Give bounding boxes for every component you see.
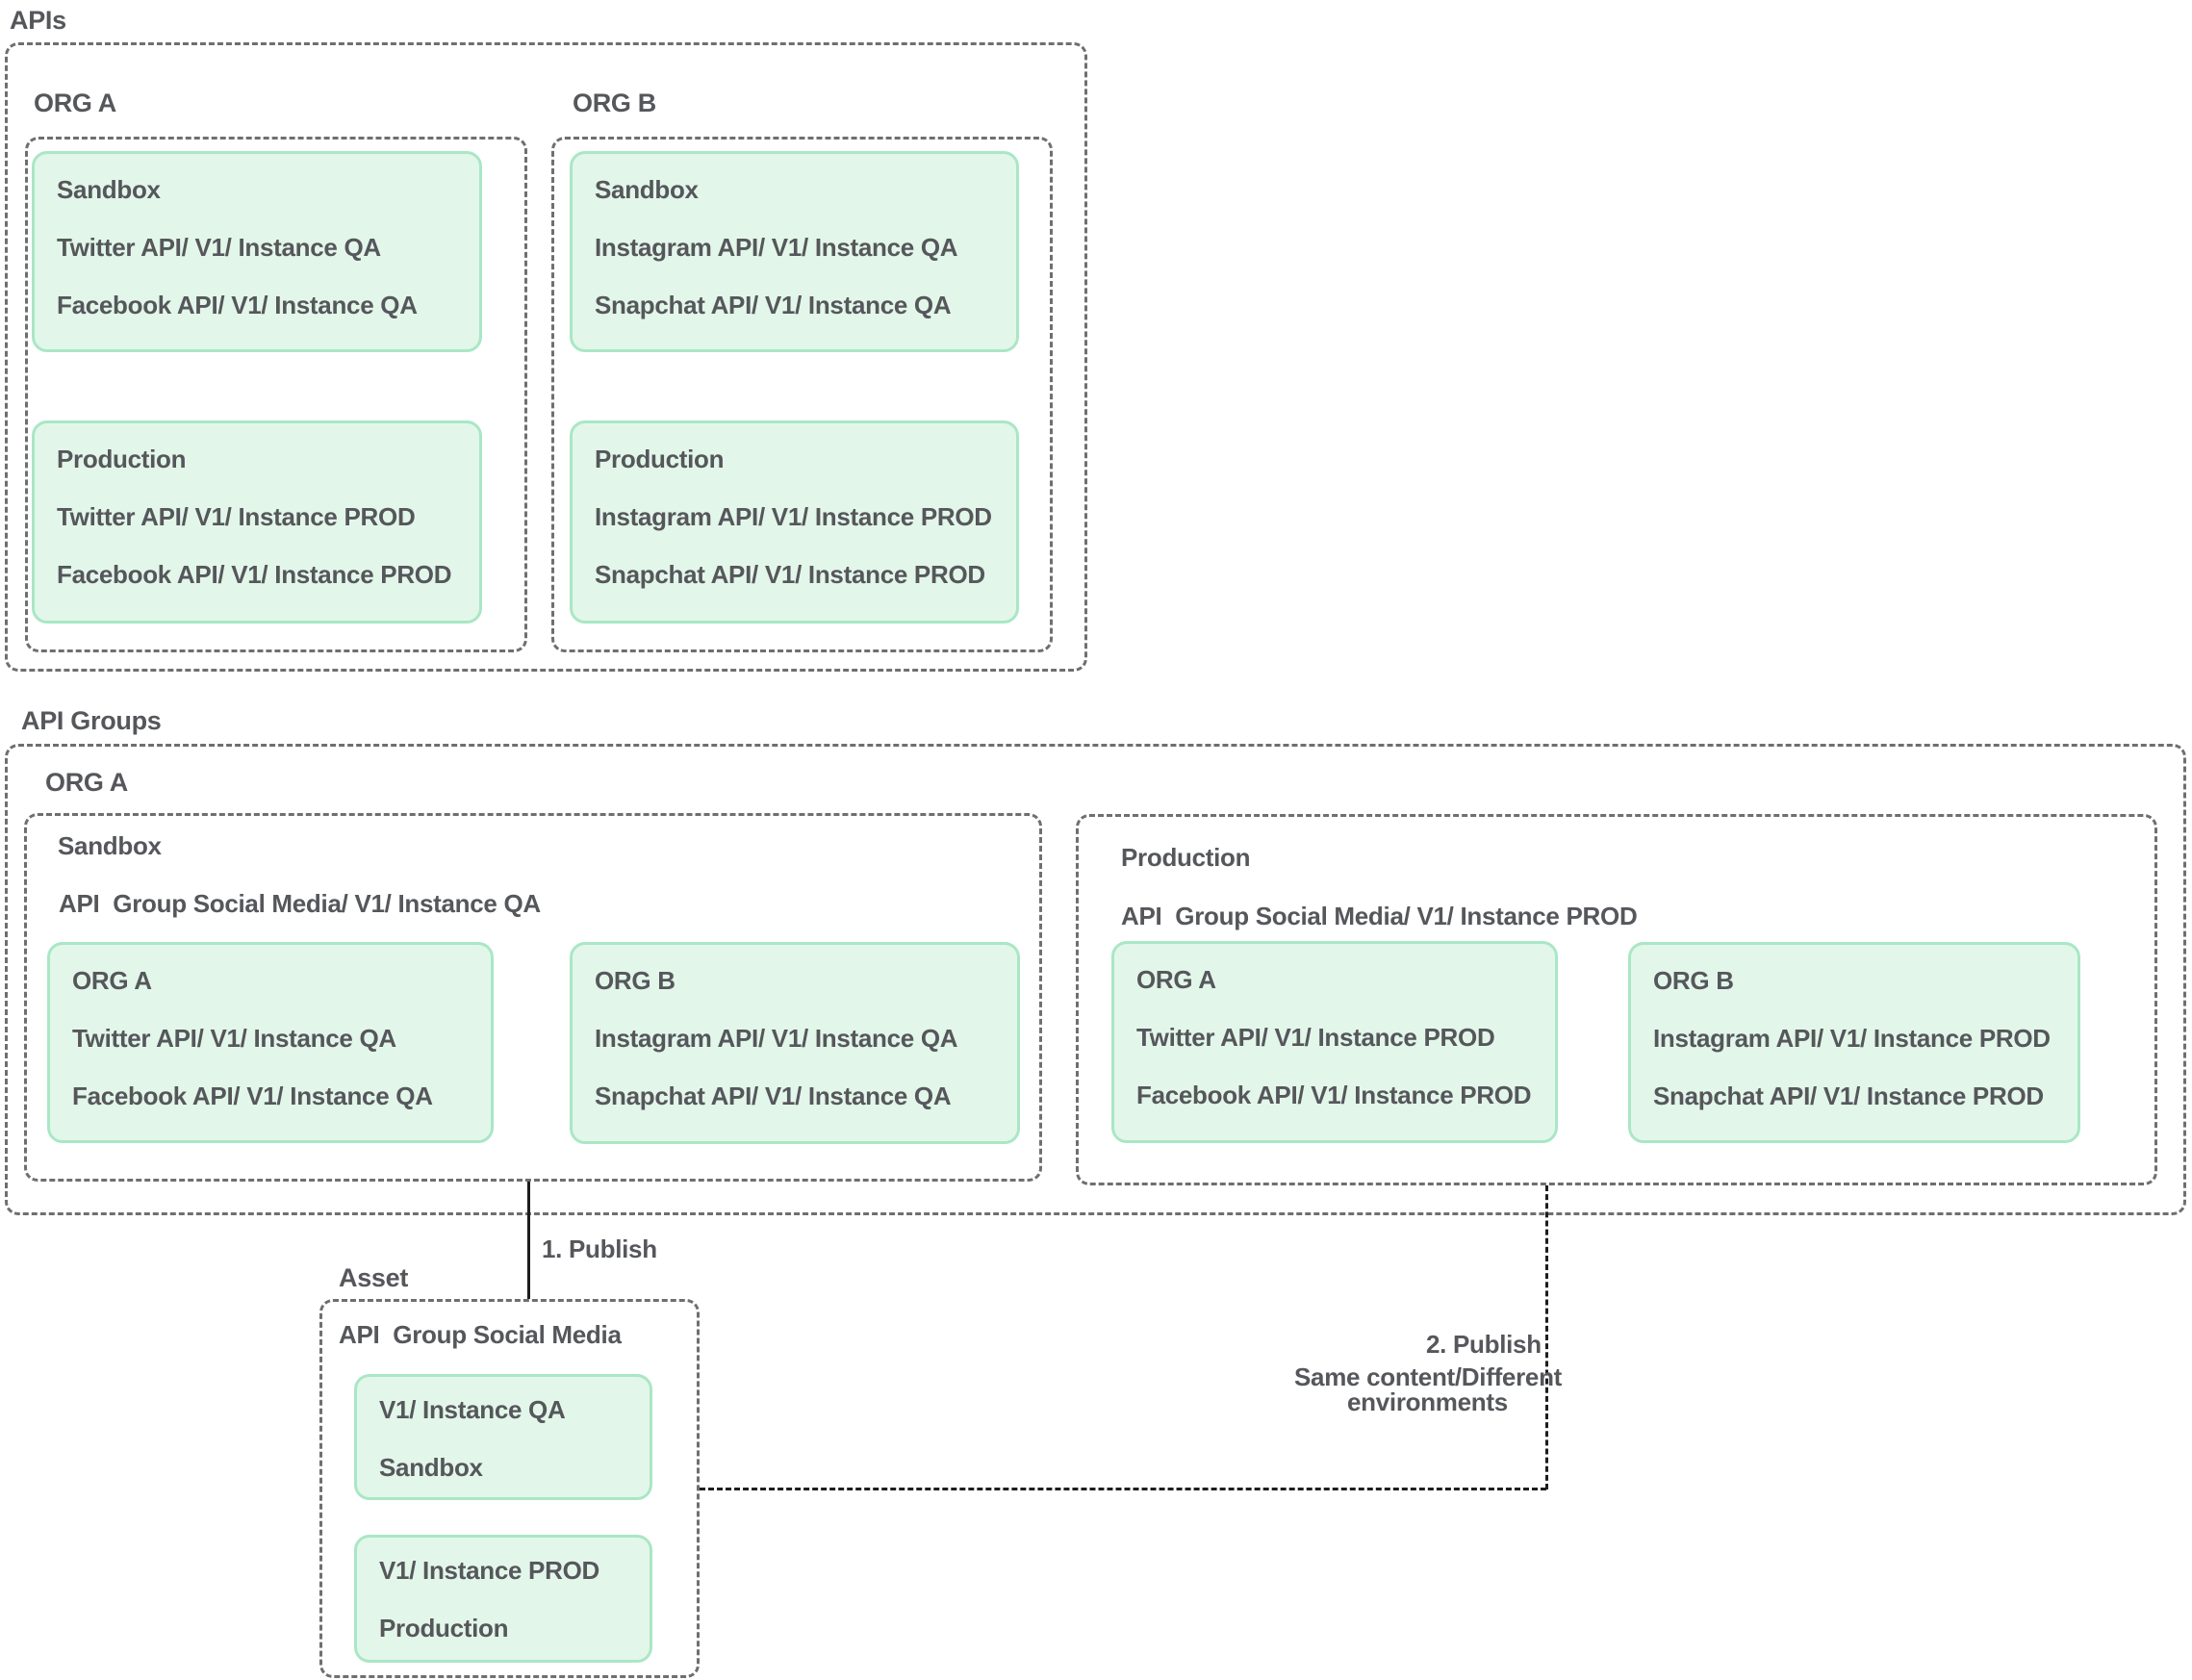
publish2-label-line1: 2. Publish bbox=[1426, 1330, 1542, 1359]
asset-version-prod-card: V1/ Instance PROD Production bbox=[354, 1535, 652, 1663]
apis-container-box bbox=[5, 42, 1087, 672]
api-groups-sandbox-env-label: Sandbox bbox=[58, 831, 162, 860]
card-item: Twitter API/ V1/ Instance PROD bbox=[1136, 1023, 1495, 1052]
asset-box bbox=[319, 1299, 700, 1678]
api-groups-org-a-label: ORG A bbox=[45, 768, 128, 797]
card-title: ORG A bbox=[72, 966, 152, 995]
api-groups-sandbox-title: API Group Social Media/ V1/ Instance QA bbox=[59, 889, 541, 918]
card-item: Facebook API/ V1/ Instance PROD bbox=[1136, 1081, 1532, 1109]
publish1-label: 1. Publish bbox=[542, 1235, 657, 1263]
publish2-label-line3: environments bbox=[1347, 1387, 1508, 1416]
card-item: Facebook API/ V1/ Instance QA bbox=[72, 1082, 433, 1110]
apis-org-b-production-card: Production Instagram API/ V1/ Instance P… bbox=[570, 420, 1019, 624]
card-item: Facebook API/ V1/ Instance QA bbox=[57, 291, 418, 319]
card-item: Snapchat API/ V1/ Instance QA bbox=[595, 1082, 952, 1110]
card-item: Instagram API/ V1/ Instance QA bbox=[595, 233, 958, 262]
apis-org-a-sandbox-card: Sandbox Twitter API/ V1/ Instance QA Fac… bbox=[32, 151, 482, 352]
asset-version-qa-card: V1/ Instance QA Sandbox bbox=[354, 1374, 652, 1500]
card-title: Sandbox bbox=[57, 175, 161, 204]
card-title: Production bbox=[595, 445, 725, 473]
api-groups-sandbox-org-a-card: ORG A Twitter API/ V1/ Instance QA Faceb… bbox=[47, 942, 494, 1143]
apis-org-b-label: ORG B bbox=[573, 89, 657, 117]
card-item: Facebook API/ V1/ Instance PROD bbox=[57, 560, 452, 589]
api-groups-sandbox-box bbox=[24, 813, 1042, 1182]
card-item: Production bbox=[379, 1614, 509, 1642]
card-item: Instagram API/ V1/ Instance PROD bbox=[1653, 1024, 2051, 1053]
card-item: Snapchat API/ V1/ Instance PROD bbox=[595, 560, 985, 589]
apis-org-b-box bbox=[551, 137, 1053, 652]
card-item: Twitter API/ V1/ Instance QA bbox=[57, 233, 381, 262]
publish1-connector-line bbox=[527, 1182, 530, 1299]
apis-org-a-box bbox=[25, 137, 527, 652]
card-item: Sandbox bbox=[379, 1453, 483, 1482]
card-title: Sandbox bbox=[595, 175, 699, 204]
asset-title: API Group Social Media bbox=[339, 1320, 622, 1349]
publish2-label-line2: Same content/Different bbox=[1294, 1362, 1563, 1391]
api-groups-section-label: API Groups bbox=[21, 706, 162, 735]
card-item: Instagram API/ V1/ Instance PROD bbox=[595, 502, 992, 531]
apis-org-a-production-card: Production Twitter API/ V1/ Instance PRO… bbox=[32, 420, 482, 624]
card-item: Instagram API/ V1/ Instance QA bbox=[595, 1024, 958, 1053]
card-title: ORG A bbox=[1136, 965, 1216, 994]
card-title: Production bbox=[57, 445, 187, 473]
api-groups-production-org-b-card: ORG B Instagram API/ V1/ Instance PROD S… bbox=[1628, 942, 2080, 1143]
api-groups-production-title: API Group Social Media/ V1/ Instance PRO… bbox=[1121, 902, 1638, 930]
api-groups-production-env-label: Production bbox=[1121, 843, 1251, 872]
card-item: V1/ Instance QA bbox=[379, 1395, 566, 1424]
card-item: Twitter API/ V1/ Instance PROD bbox=[57, 502, 416, 531]
apis-org-b-sandbox-card: Sandbox Instagram API/ V1/ Instance QA S… bbox=[570, 151, 1019, 352]
api-groups-production-org-a-card: ORG A Twitter API/ V1/ Instance PROD Fac… bbox=[1111, 941, 1558, 1143]
publish2-connector-vertical-line bbox=[1545, 1185, 1548, 1489]
apis-section-label: APIs bbox=[10, 6, 66, 35]
card-item: Snapchat API/ V1/ Instance QA bbox=[595, 291, 952, 319]
asset-section-label: Asset bbox=[339, 1263, 409, 1292]
card-item: Snapchat API/ V1/ Instance PROD bbox=[1653, 1082, 2044, 1110]
publish2-connector-horizontal-line bbox=[700, 1488, 1546, 1490]
card-item: V1/ Instance PROD bbox=[379, 1556, 599, 1585]
api-groups-production-box bbox=[1076, 814, 2157, 1185]
api-groups-container-box bbox=[5, 744, 2186, 1215]
card-title: ORG B bbox=[595, 966, 675, 995]
card-title: ORG B bbox=[1653, 966, 1734, 995]
api-groups-sandbox-org-b-card: ORG B Instagram API/ V1/ Instance QA Sna… bbox=[570, 942, 1020, 1144]
card-item: Twitter API/ V1/ Instance QA bbox=[72, 1024, 396, 1053]
apis-org-a-label: ORG A bbox=[34, 89, 116, 117]
